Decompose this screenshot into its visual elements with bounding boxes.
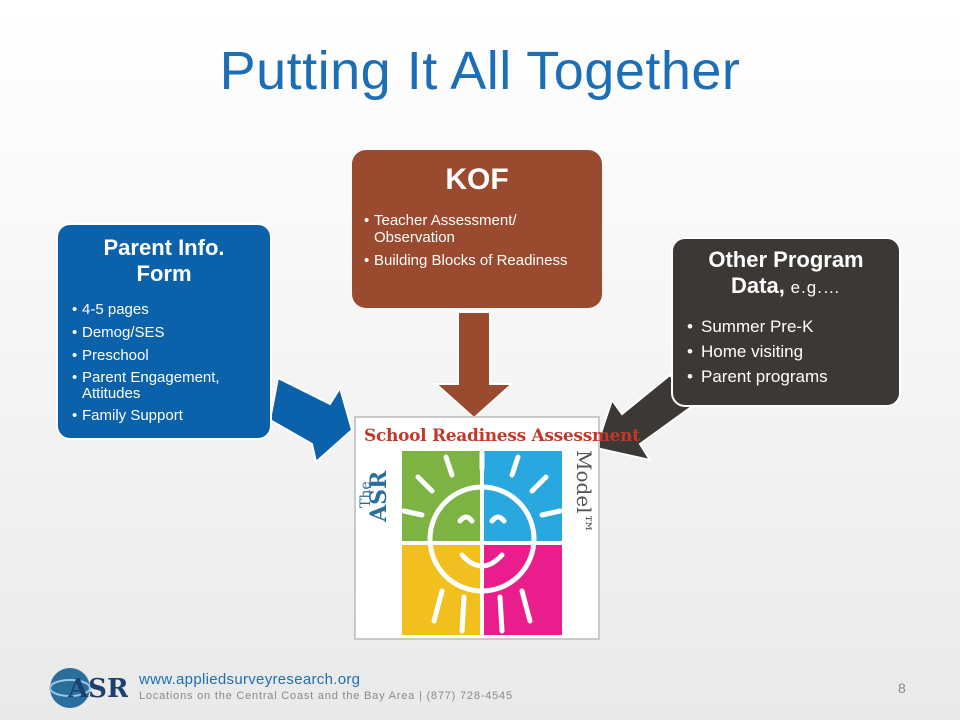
logo-heading: School Readiness Assessment <box>364 426 640 446</box>
parent-form-list: 4-5 pages Demog/SES Preschool Parent Eng… <box>72 301 256 425</box>
list-item: Parent Engagement, Attitudes <box>72 370 256 402</box>
parent-info-form-box: Parent Info. Form 4-5 pages Demog/SES Pr… <box>56 223 272 440</box>
other-data-title: Other Program Data, e.g.… <box>708 247 864 298</box>
footer-logo-text: ASR <box>67 674 128 704</box>
kof-box: KOF Teacher Assessment/ Observation Buil… <box>352 150 602 308</box>
list-item: Family Support <box>72 407 256 425</box>
list-item: Summer Pre-K <box>687 317 887 337</box>
list-item: Teacher Assessment/ Observation <box>364 212 588 246</box>
other-data-list: Summer Pre-K Home visiting Parent progra… <box>687 317 887 387</box>
other-program-data-box: Other Program Data, e.g.… Summer Pre-K H… <box>671 237 901 407</box>
kof-title: KOF <box>445 163 509 196</box>
brown-arrow <box>433 311 515 420</box>
dark-arrow <box>594 373 696 462</box>
slide-title: Putting It All Together <box>219 41 741 101</box>
logo-side-model: Model™ <box>572 450 596 534</box>
list-item: Preschool <box>72 347 256 365</box>
asr-globe-icon: ASR <box>49 668 128 708</box>
list-item: Parent programs <box>687 367 887 387</box>
list-item: Demog/SES <box>72 324 256 342</box>
logo-side-asr: ASR <box>366 470 392 522</box>
sun-face-icon <box>402 451 562 635</box>
kof-list: Teacher Assessment/ Observation Building… <box>364 212 588 269</box>
footer-locations: Locations on the Central Coast and the B… <box>139 690 513 702</box>
blue-arrow <box>268 376 354 464</box>
list-item: Building Blocks of Readiness <box>364 252 588 269</box>
asr-model-logo: School Readiness Assessment The ASR Mode… <box>354 416 640 640</box>
list-item: 4-5 pages <box>72 301 256 319</box>
list-item: Home visiting <box>687 342 887 362</box>
footer-url-link[interactable]: www.appliedsurveyresearch.org <box>139 671 361 688</box>
parent-form-title: Parent Info. Form <box>103 235 225 286</box>
page-number: 8 <box>898 680 906 696</box>
